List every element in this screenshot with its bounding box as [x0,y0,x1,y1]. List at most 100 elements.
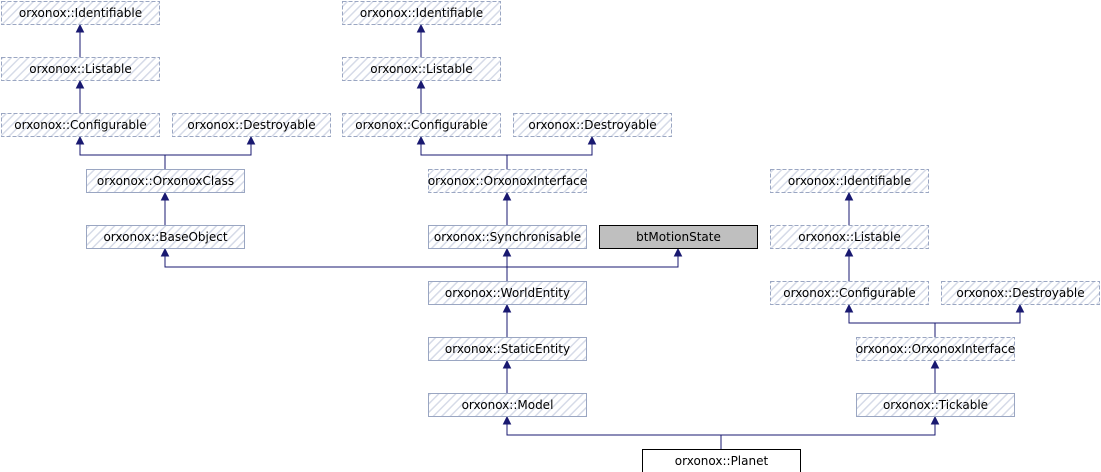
inheritance-arrowhead [1015,303,1025,313]
class-node-box [428,169,587,193]
class-node-baseobject[interactable]: orxonox::BaseObject [86,225,245,249]
inheritance-arrowhead [502,415,512,425]
class-node-label: orxonox::Synchronisable [434,230,581,244]
inheritance-edge [506,422,722,449]
class-node-orxonoxinterface-b[interactable]: orxonox::OrxonoxInterface [428,169,587,193]
class-node-box [1,113,160,137]
inheritance-arrowhead [587,135,597,145]
class-node-label: orxonox::Listable [798,230,900,244]
class-node-box [1,1,160,25]
class-node-box [428,337,587,361]
class-node-label: btMotionState [636,230,721,244]
inheritance-edge [164,254,508,281]
class-node-box [428,281,587,305]
class-node-worldentity[interactable]: orxonox::WorldEntity [428,281,587,305]
edges-layer [75,23,1025,449]
class-node-label: orxonox::OrxonoxInterface [428,174,587,188]
class-node-configurable-a[interactable]: orxonox::Configurable [1,113,160,137]
inheritance-arrowhead [930,359,940,369]
class-node-box [342,113,501,137]
inheritance-edge [720,422,936,449]
inheritance-arrowhead [502,247,512,257]
class-node-label: orxonox::Listable [370,62,472,76]
class-node-listable-c[interactable]: orxonox::Listable [770,225,929,249]
inheritance-edge [506,254,679,281]
class-node-label: orxonox::Identifiable [19,6,142,20]
class-node-orxonoxinterface-c[interactable]: orxonox::OrxonoxInterface [856,337,1015,361]
class-node-tickable[interactable]: orxonox::Tickable [856,393,1015,417]
class-node-identifiable-a[interactable]: orxonox::Identifiable [1,1,160,25]
inheritance-arrowhead [930,415,940,425]
class-node-box [1,57,160,81]
class-node-planet[interactable]: orxonox::Planet [642,449,801,472]
class-node-label: orxonox::OrxonoxInterface [856,342,1015,356]
class-node-label: orxonox::Configurable [355,118,488,132]
inheritance-edge [848,310,936,337]
inheritance-arrowhead [673,247,683,257]
class-node-box [770,169,929,193]
class-node-label: orxonox::Tickable [883,398,988,412]
class-node-identifiable-b[interactable]: orxonox::Identifiable [342,1,501,25]
class-node-label: orxonox::Listable [29,62,131,76]
class-node-btmotionstate[interactable]: btMotionState [599,225,758,249]
class-node-box [856,393,1015,417]
class-node-box [172,113,331,137]
class-node-listable-b[interactable]: orxonox::Listable [342,57,501,81]
class-node-box [86,169,245,193]
inheritance-arrowhead [160,247,170,257]
class-node-destroyable-c[interactable]: orxonox::Destroyable [941,281,1100,305]
class-node-box [428,225,587,249]
class-node-configurable-b[interactable]: orxonox::Configurable [342,113,501,137]
inheritance-edge [420,142,508,169]
inheritance-arrowhead [502,303,512,313]
class-node-label: orxonox::Destroyable [956,286,1084,300]
inheritance-arrowhead [75,23,85,33]
inheritance-arrowhead [844,303,854,313]
class-node-label: orxonox::Configurable [14,118,147,132]
inheritance-arrowhead [75,79,85,89]
inheritance-arrowhead [416,135,426,145]
class-node-box [856,337,1015,361]
inheritance-arrowhead [246,135,256,145]
inheritance-edge [164,142,252,169]
class-node-box [86,225,245,249]
inheritance-arrowhead [844,191,854,201]
class-node-label: orxonox::Planet [675,454,769,468]
class-node-destroyable-a[interactable]: orxonox::Destroyable [172,113,331,137]
class-node-orxonoxclass[interactable]: orxonox::OrxonoxClass [86,169,245,193]
inheritance-arrowhead [844,247,854,257]
class-node-identifiable-c[interactable]: orxonox::Identifiable [770,169,929,193]
class-node-configurable-c[interactable]: orxonox::Configurable [770,281,929,305]
class-node-model[interactable]: orxonox::Model [428,393,587,417]
inheritance-arrowhead [502,191,512,201]
class-node-staticentity[interactable]: orxonox::StaticEntity [428,337,587,361]
inheritance-edge [934,310,1021,337]
inheritance-edge [79,142,166,169]
class-node-synchronisable[interactable]: orxonox::Synchronisable [428,225,587,249]
class-node-box [770,225,929,249]
class-node-box [941,281,1100,305]
class-node-label: orxonox::Configurable [783,286,916,300]
class-node-box [428,393,587,417]
inheritance-arrowhead [160,191,170,201]
inheritance-arrowhead [75,135,85,145]
class-node-box [513,113,672,137]
class-node-label: orxonox::Model [462,398,554,412]
inheritance-edge [506,142,593,169]
class-node-box [342,1,501,25]
class-node-label: orxonox::StaticEntity [445,342,570,356]
class-node-listable-a[interactable]: orxonox::Listable [1,57,160,81]
class-node-label: orxonox::Destroyable [528,118,656,132]
class-node-label: orxonox::OrxonoxClass [97,174,234,188]
class-node-box [770,281,929,305]
inheritance-arrowhead [416,23,426,33]
inheritance-arrowhead [502,359,512,369]
class-node-label: orxonox::Identifiable [788,174,911,188]
class-node-destroyable-b[interactable]: orxonox::Destroyable [513,113,672,137]
class-node-label: orxonox::Identifiable [360,6,483,20]
class-node-label: orxonox::Destroyable [187,118,315,132]
class-node-box [642,449,801,472]
class-node-label: orxonox::WorldEntity [445,286,570,300]
